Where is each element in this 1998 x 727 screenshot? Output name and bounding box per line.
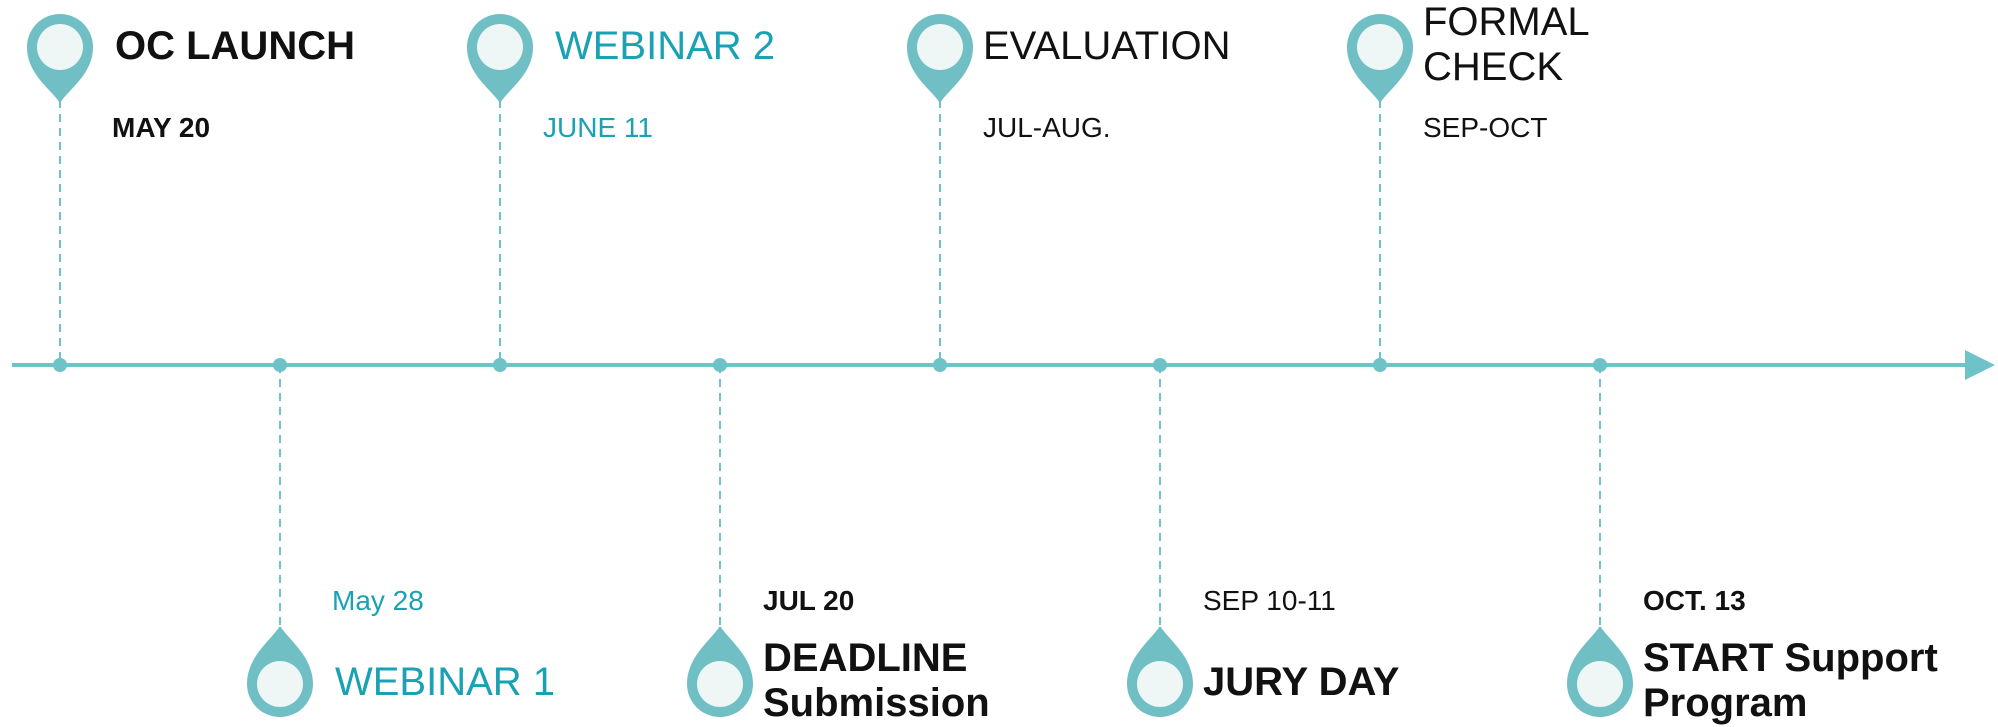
axis-dot-oc-launch <box>53 358 67 372</box>
milestone-webinar-2-date: JUNE 11 <box>543 112 653 143</box>
milestone-evaluation-date: JUL-AUG. <box>983 112 1111 143</box>
milestone-evaluation-title: EVALUATION <box>983 24 1231 68</box>
axis-dot-deadline <box>713 358 727 372</box>
milestone-jury-day-date: SEP 10-11 <box>1203 585 1336 616</box>
pin-inner-start-support <box>1577 661 1623 707</box>
axis-dot-webinar-1 <box>273 358 287 372</box>
pin-inner-oc-launch <box>37 24 83 70</box>
axis-dot-jury-day <box>1153 358 1167 372</box>
milestone-start-support-date: OCT. 13 <box>1643 585 1746 616</box>
milestone-oc-launch-title: OC LAUNCH <box>115 24 355 68</box>
axis-dot-evaluation <box>933 358 947 372</box>
pin-inner-formal-check <box>1357 24 1403 70</box>
milestone-oc-launch-date: MAY 20 <box>112 112 211 143</box>
pin-inner-evaluation <box>917 24 963 70</box>
pin-inner-jury-day <box>1137 661 1183 707</box>
timeline-arrowhead <box>1965 350 1995 380</box>
milestone-jury-day-title: JURY DAY <box>1203 660 1400 704</box>
axis-dot-webinar-2 <box>493 358 507 372</box>
axis-dot-formal-check <box>1373 358 1387 372</box>
axis-dot-start-support <box>1593 358 1607 372</box>
pin-inner-webinar-2 <box>477 24 523 70</box>
milestone-webinar-1-date: May 28 <box>332 585 424 616</box>
pin-inner-deadline <box>697 661 743 707</box>
pin-inner-webinar-1 <box>257 661 303 707</box>
milestone-webinar-1-title: WEBINAR 1 <box>335 660 556 704</box>
milestone-deadline-date: JUL 20 <box>763 585 855 616</box>
milestone-formal-check-date: SEP-OCT <box>1423 112 1548 143</box>
milestone-webinar-2-title: WEBINAR 2 <box>555 24 776 68</box>
